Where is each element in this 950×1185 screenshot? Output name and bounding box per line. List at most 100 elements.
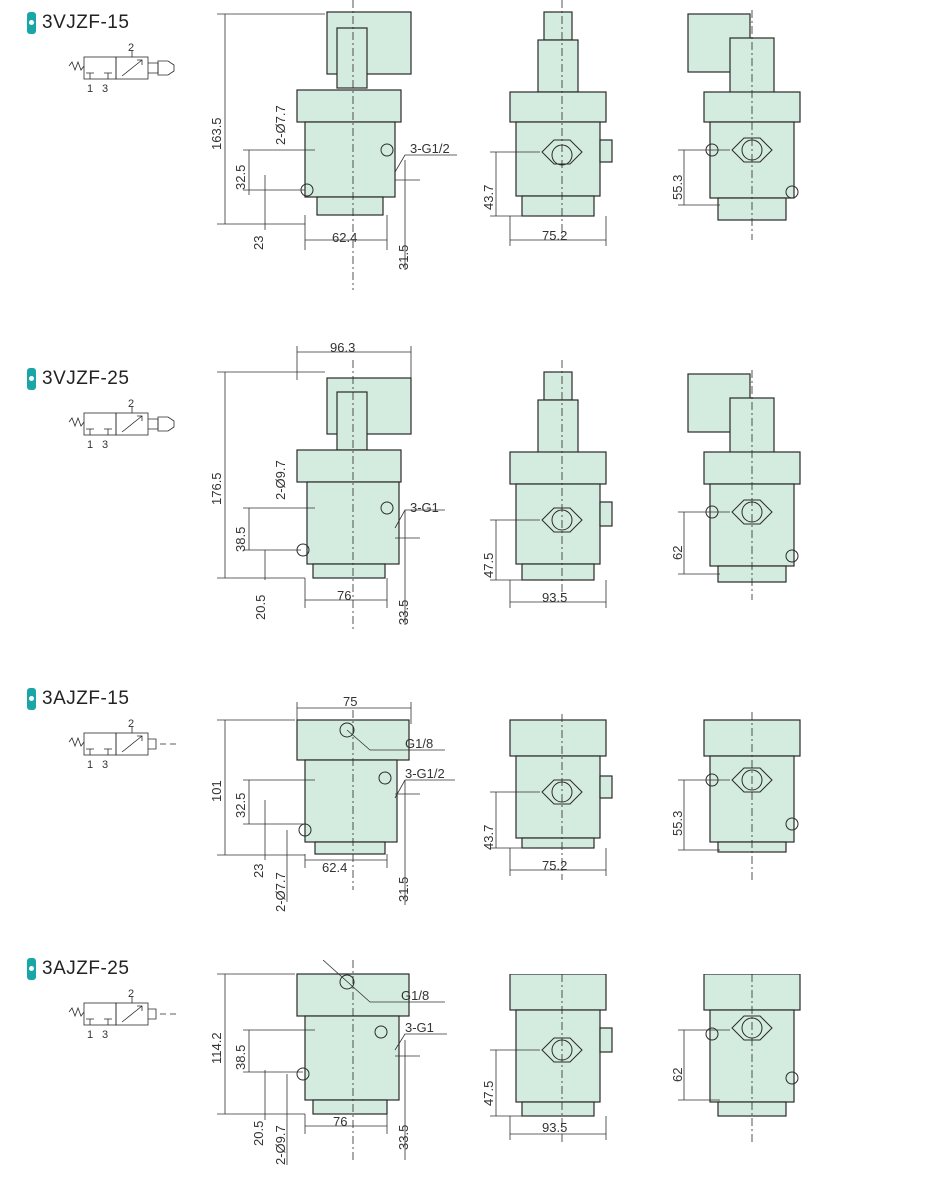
bullet-icon bbox=[27, 12, 36, 34]
dim-width: 62.4 bbox=[322, 860, 347, 875]
dim-port-pitch: 32.5 bbox=[233, 165, 248, 190]
dim-width: 93.5 bbox=[542, 1120, 567, 1135]
port-boss bbox=[380, 501, 394, 515]
dim-height: 55.3 bbox=[670, 175, 685, 200]
dim-height: 47.5 bbox=[481, 1081, 496, 1106]
side-view: 47.5 93.5 bbox=[480, 360, 630, 620]
spring-icon bbox=[68, 416, 85, 428]
hex-nut bbox=[541, 1037, 583, 1063]
dim-offset-bottom: 23 bbox=[251, 864, 266, 878]
hex-nut bbox=[541, 139, 583, 165]
dim-boss: 2-Ø9.7 bbox=[273, 1125, 288, 1165]
valve-body bbox=[304, 1015, 400, 1101]
port-label: 3-G1/2 bbox=[410, 141, 450, 156]
row-3ajzf-25: 3AJZF-25 2 1 3 114.2 38.5 bbox=[0, 950, 950, 1185]
front-view: 114.2 38.5 20.5 2-Ø9.7 76 33.5 G1/8 3-G1 bbox=[205, 960, 475, 1185]
dim-port-pitch: 38.5 bbox=[233, 527, 248, 552]
bullet-icon bbox=[27, 368, 36, 390]
port-2-label: 2 bbox=[128, 398, 134, 410]
pilot-label: G1/8 bbox=[401, 988, 429, 1003]
hex-nut bbox=[541, 507, 583, 533]
port-3-label: 3 bbox=[102, 1029, 108, 1041]
dim-offset-bottom: 20.5 bbox=[253, 595, 268, 620]
hex-nut bbox=[731, 1015, 773, 1041]
port-2-label: 2 bbox=[128, 42, 134, 54]
port-2-label: 2 bbox=[128, 988, 134, 1000]
port-3-label: 3 bbox=[102, 439, 108, 451]
model-name: 3VJZF-25 bbox=[42, 368, 130, 389]
front-view: 96.3 176.5 2-Ø9.7 38.5 20.5 76 33.5 3-G1 bbox=[205, 340, 475, 630]
model-title: 3AJZF-25 bbox=[27, 958, 129, 980]
port-1-label: 1 bbox=[87, 759, 93, 771]
dim-port-pitch: 32.5 bbox=[233, 793, 248, 818]
valve-body bbox=[304, 759, 398, 843]
dim-top-width: 75 bbox=[343, 694, 357, 709]
model-name: 3AJZF-15 bbox=[42, 688, 130, 709]
port-label: 3-G1/2 bbox=[405, 766, 445, 781]
dim-height: 43.7 bbox=[481, 825, 496, 850]
dim-height: 163.5 bbox=[209, 117, 224, 150]
dim-height: 114.2 bbox=[209, 1032, 224, 1064]
hex-nut bbox=[541, 779, 583, 805]
model-title: 3AJZF-15 bbox=[27, 688, 129, 710]
dim-width: 76 bbox=[333, 1114, 347, 1129]
valve-body bbox=[304, 121, 396, 198]
valve-symbol: 2 1 3 bbox=[64, 40, 184, 96]
dim-width: 62.4 bbox=[332, 230, 357, 245]
dim-width: 75.2 bbox=[542, 858, 567, 873]
row-3vjzf-15: 3VJZF-15 2 1 3 163.5 bbox=[0, 0, 950, 290]
dim-height: 176.5 bbox=[209, 472, 224, 505]
dim-offset-right: 33.5 bbox=[396, 1125, 411, 1150]
rear-view: 62 bbox=[670, 974, 820, 1164]
solenoid-icon bbox=[157, 60, 175, 76]
side-view: 43.7 75.2 bbox=[480, 0, 630, 260]
pilot-line-icon bbox=[148, 1008, 176, 1020]
spring-icon bbox=[68, 736, 85, 748]
dim-height: 43.7 bbox=[481, 185, 496, 210]
port-boss bbox=[378, 771, 392, 785]
dim-offset-bottom: 23 bbox=[251, 236, 266, 250]
pilot-port bbox=[339, 974, 355, 990]
dim-height: 101 bbox=[209, 780, 224, 802]
port-boss bbox=[374, 1025, 388, 1039]
dim-height: 62 bbox=[670, 546, 685, 560]
valve-symbol: 2 1 3 bbox=[64, 396, 184, 452]
pilot-port bbox=[339, 722, 355, 738]
pilot-line-icon bbox=[148, 738, 176, 750]
front-view: 163.5 2-Ø7.7 32.5 23 62.4 31.5 3-G1/2 bbox=[205, 0, 475, 290]
side-view: 43.7 75.2 bbox=[480, 710, 630, 890]
dim-port-pitch: 38.5 bbox=[233, 1045, 248, 1070]
dim-top-width: 96.3 bbox=[330, 340, 355, 355]
port-boss bbox=[380, 143, 394, 157]
dim-offset-right: 31.5 bbox=[396, 877, 411, 902]
pilot-label: G1/8 bbox=[405, 736, 433, 751]
side-view: 47.5 93.5 bbox=[480, 974, 630, 1164]
valve-symbol: 2 1 3 bbox=[64, 986, 184, 1042]
dim-width: 76 bbox=[337, 588, 351, 603]
dim-height: 55.3 bbox=[670, 811, 685, 836]
port-2-label: 2 bbox=[128, 718, 134, 730]
spring-icon bbox=[68, 60, 85, 72]
dim-boss: 2-Ø7.7 bbox=[273, 872, 288, 912]
valve-symbol: 2 1 3 bbox=[64, 716, 184, 772]
bullet-icon bbox=[27, 958, 36, 980]
model-title: 3VJZF-25 bbox=[27, 368, 129, 390]
dim-boss: 2-Ø9.7 bbox=[273, 460, 288, 500]
port-label: 3-G1 bbox=[410, 500, 439, 515]
model-name: 3AJZF-25 bbox=[42, 958, 130, 979]
port-1-label: 1 bbox=[87, 1029, 93, 1041]
port-3-label: 3 bbox=[102, 83, 108, 95]
dim-offset-bottom: 20.5 bbox=[251, 1121, 266, 1146]
port-1-label: 1 bbox=[87, 439, 93, 451]
dim-offset-right: 31.5 bbox=[396, 245, 411, 270]
solenoid-icon bbox=[157, 416, 175, 432]
rear-view: 55.3 bbox=[670, 710, 820, 890]
spring-icon bbox=[68, 1006, 85, 1018]
front-view: 75 101 32.5 23 2-Ø7.7 62.4 31.5 G1/8 3-G… bbox=[205, 690, 475, 920]
port-1-label: 1 bbox=[87, 83, 93, 95]
rear-view: 62 bbox=[670, 360, 820, 620]
dim-height: 47.5 bbox=[481, 553, 496, 578]
row-3vjzf-25: 3VJZF-25 2 1 3 96.3 bbox=[0, 340, 950, 640]
dim-offset-right: 33.5 bbox=[396, 600, 411, 625]
rear-view: 55.3 bbox=[670, 0, 820, 260]
